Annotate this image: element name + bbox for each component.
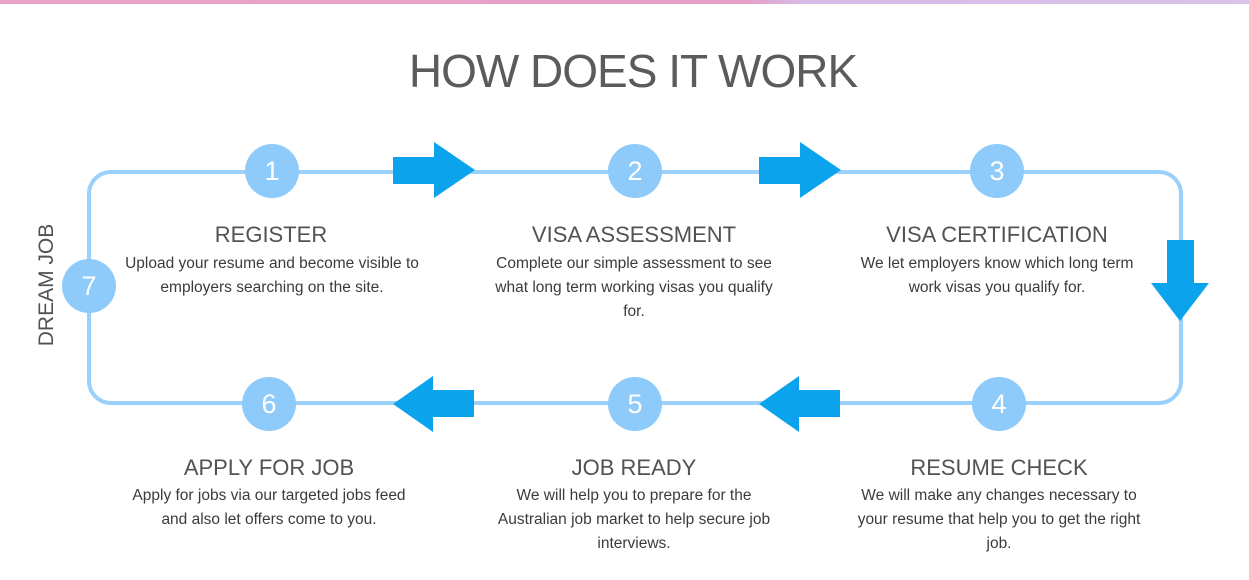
arrow-5-to-6-icon	[393, 376, 474, 432]
top-accent-bar	[0, 0, 1249, 4]
step-6-number: 6	[242, 377, 296, 431]
step-6-description: Apply for jobs via our targeted jobs fee…	[132, 487, 406, 528]
step-4-title: RESUME CHECK	[910, 455, 1088, 480]
arrow-4-to-5-icon	[759, 376, 840, 432]
dream-job-label: DREAM JOB	[35, 223, 58, 347]
step-1-title: REGISTER	[214, 222, 328, 247]
step-4-description: We will make any changes necessary to yo…	[857, 487, 1141, 552]
step-2-number: 2	[608, 144, 662, 198]
step-5-title: JOB READY	[571, 455, 697, 480]
arrow-2-to-3-icon	[759, 142, 841, 198]
step-7-number: 7	[62, 259, 116, 313]
arrow-3-to-4-icon	[1151, 240, 1209, 321]
step-1-description: Upload your resume and become visible to…	[125, 255, 419, 296]
step-3-description: We let employers know which long term wo…	[860, 255, 1134, 296]
step-4-number: 4	[972, 377, 1026, 431]
page-title: HOW DOES IT WORK	[408, 45, 858, 97]
arrow-1-to-2-icon	[393, 142, 475, 198]
step-5-description: We will help you to prepare for the Aust…	[497, 487, 771, 552]
step-6-title: APPLY FOR JOB	[183, 455, 355, 480]
step-1-number: 1	[245, 144, 299, 198]
step-5-number: 5	[608, 377, 662, 431]
step-2-description: Complete our simple assessment to see wh…	[495, 255, 773, 320]
step-2-title: VISA ASSESSMENT	[531, 222, 737, 247]
step-3-title: VISA CERTIFICATION	[886, 222, 1108, 247]
step-3-number: 3	[970, 144, 1024, 198]
